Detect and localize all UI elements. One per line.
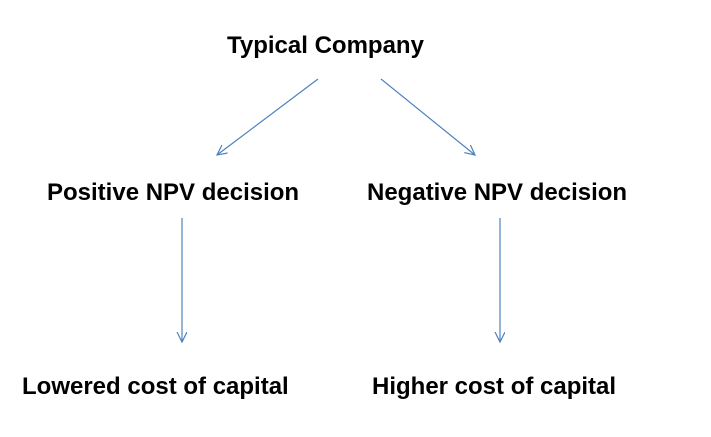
arrow-root-to-positive — [217, 78, 319, 155]
node-lowered-cost-of-capital: Lowered cost of capital — [22, 373, 289, 400]
arrow-root-to-negative — [380, 78, 475, 155]
node-higher-cost-of-capital: Higher cost of capital — [372, 373, 617, 400]
node-negative-npv-decision: Negative NPV decision — [367, 179, 628, 206]
node-typical-company: Typical Company — [227, 32, 424, 59]
node-positive-npv-decision: Positive NPV decision — [47, 179, 300, 206]
